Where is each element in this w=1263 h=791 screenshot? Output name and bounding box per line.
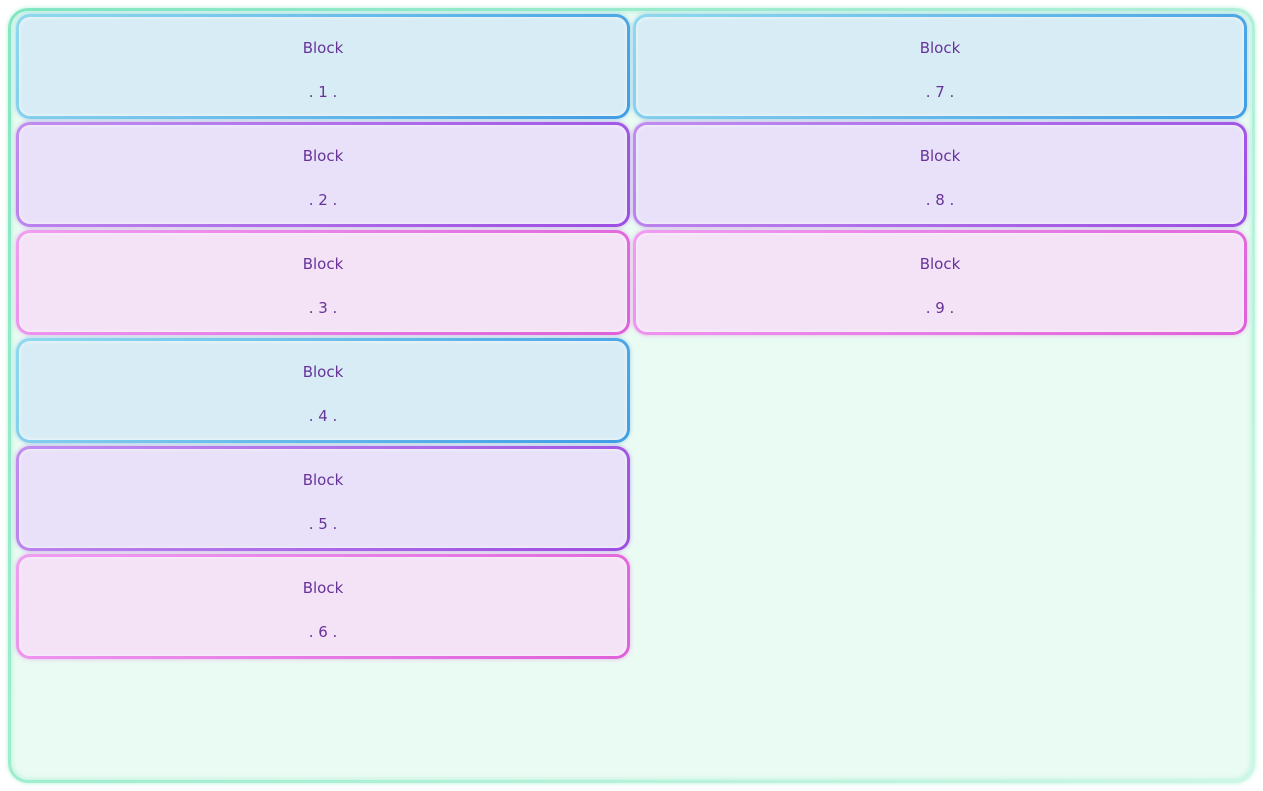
block: Block . 8 . [633, 122, 1247, 227]
block-number: . 7 . [925, 83, 955, 102]
block-label: Block [919, 147, 961, 165]
block-label: Block [302, 255, 344, 273]
block-label: Block [302, 147, 344, 165]
block-label: Block [919, 39, 961, 57]
block-number: . 5 . [308, 515, 338, 534]
block: Block . 3 . [16, 230, 630, 335]
column-left: Block . 1 . Block . 2 . Block . 3 . Bloc… [16, 14, 630, 662]
block-number: . 8 . [925, 191, 955, 210]
blocks-container: Block . 1 . Block . 2 . Block . 3 . Bloc… [8, 8, 1255, 783]
block-number: . 4 . [308, 407, 338, 426]
column-right: Block . 7 . Block . 8 . Block . 9 . [633, 14, 1247, 338]
block-number: . 1 . [308, 83, 338, 102]
block: Block . 7 . [633, 14, 1247, 119]
block: Block . 1 . [16, 14, 630, 119]
block-label: Block [919, 255, 961, 273]
block-label: Block [302, 579, 344, 597]
block-label: Block [302, 471, 344, 489]
block-label: Block [302, 39, 344, 57]
block-number: . 2 . [308, 191, 338, 210]
block: Block . 6 . [16, 554, 630, 659]
block: Block . 4 . [16, 338, 630, 443]
block-label: Block [302, 363, 344, 381]
block: Block . 2 . [16, 122, 630, 227]
block: Block . 5 . [16, 446, 630, 551]
block-number: . 9 . [925, 299, 955, 318]
block-number: . 6 . [308, 623, 338, 642]
block-number: . 3 . [308, 299, 338, 318]
block: Block . 9 . [633, 230, 1247, 335]
